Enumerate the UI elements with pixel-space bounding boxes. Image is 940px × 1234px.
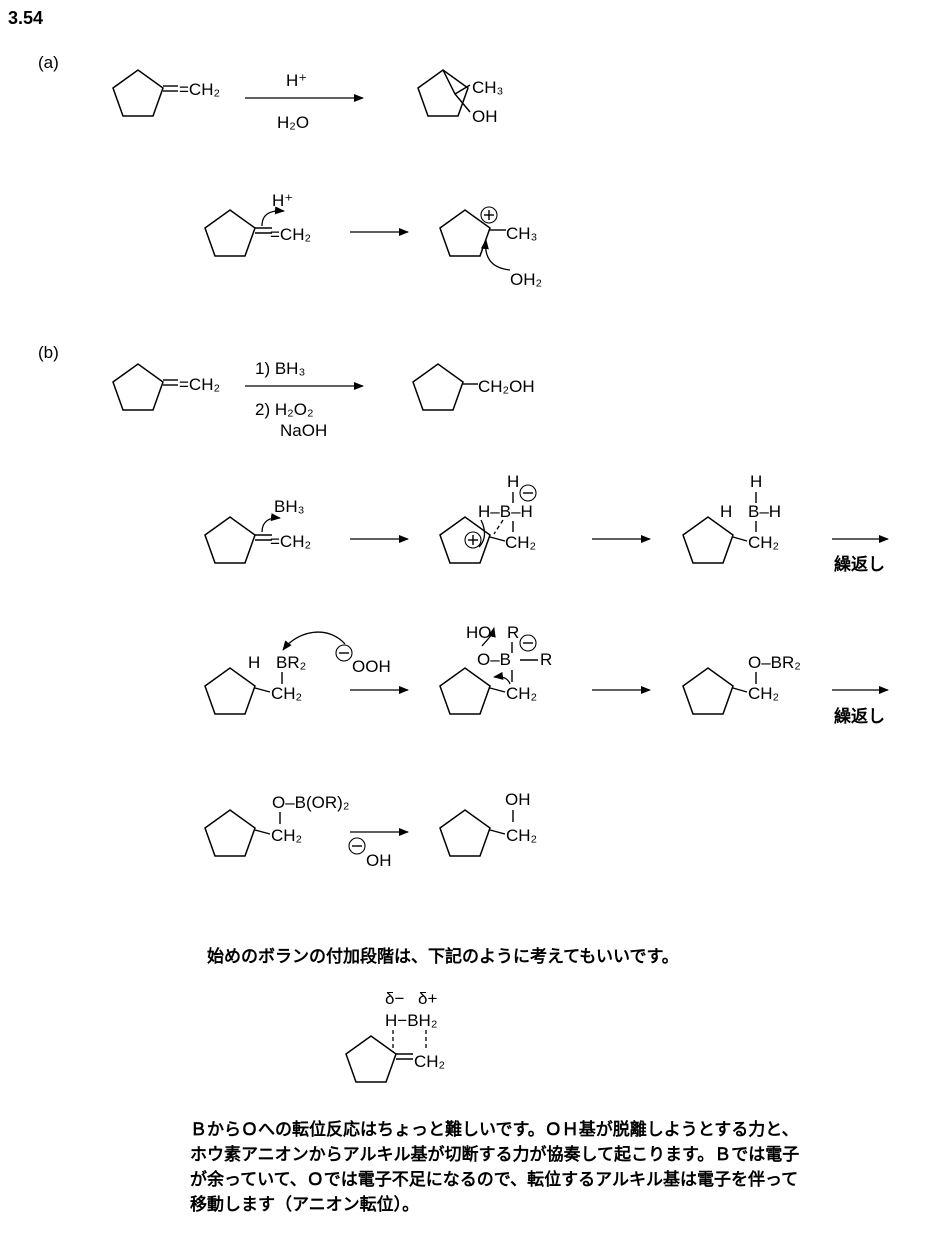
step2b-reagent: NaOH bbox=[280, 421, 327, 440]
hydrogen-atom: H bbox=[750, 472, 762, 491]
step2-reagent: 2) H₂O₂ bbox=[255, 400, 314, 419]
methylene-group: =CH₂ bbox=[270, 532, 311, 551]
repeat-label: 繰返し bbox=[834, 554, 885, 575]
methylene-group: CH₂ bbox=[414, 1052, 445, 1071]
explanation-paragraph: ＢからＯへの転位反応はちょっと難しいです。ＯＨ基が脱離しようとする力と、 ホウ素… bbox=[190, 1118, 930, 1218]
curly-arrow bbox=[481, 627, 496, 647]
trialkoxyborane-group: O–B(OR)₂ bbox=[272, 793, 349, 812]
hydrogen-atom: H bbox=[248, 653, 260, 672]
repeat-label: 繰返し bbox=[834, 706, 885, 727]
negative-charge-icon bbox=[519, 634, 537, 652]
boron-group: B–H bbox=[748, 502, 781, 521]
cyclopentane-ring bbox=[112, 363, 164, 411]
part-b-label: (b) bbox=[38, 343, 59, 362]
product-ring bbox=[417, 69, 469, 117]
partial-positive-label: δ+ bbox=[418, 989, 437, 1008]
mechanism-ring bbox=[204, 209, 256, 257]
explanation-line: ＢからＯへの転位反応はちょっと難しいです。ＯＨ基が脱離しようとする力と、 bbox=[190, 1120, 799, 1140]
explanation-line: ホウ素アニオンからアルキル基が切断する力が協奏して起こります。Ｂでは電子 bbox=[190, 1145, 800, 1165]
negative-charge-icon bbox=[519, 484, 537, 502]
methyl-group: CH₃ bbox=[506, 224, 537, 243]
methylene-group: CH₂ bbox=[271, 826, 302, 845]
explanation-line: が余っていて、Ｏでは電子不足になるので、転位するアルキル基は電子を伴って bbox=[190, 1170, 799, 1190]
methylene-group: CH₂ bbox=[506, 826, 537, 845]
water-molecule: OH₂ bbox=[510, 270, 542, 289]
hydrogen-atom: H bbox=[720, 502, 732, 521]
hydroxide-reagent: OH bbox=[366, 851, 392, 870]
methylene-group: =CH₂ bbox=[179, 375, 220, 394]
hydrogen-atom: H bbox=[507, 472, 519, 491]
positive-charge-icon bbox=[464, 531, 482, 549]
explanation-line: 移動します（アニオン転位）。 bbox=[190, 1195, 420, 1215]
partial-negative-label: δ− bbox=[385, 989, 404, 1008]
borane-note-text: 始めのボランの付加段階は、下記のように考えてもいいです。 bbox=[207, 946, 679, 967]
negative-charge-icon bbox=[335, 644, 353, 662]
cation-ring bbox=[439, 209, 491, 257]
methylene-group: =CH₂ bbox=[270, 225, 311, 244]
part-a-label: (a) bbox=[38, 53, 59, 72]
borate-transition: H–B–H bbox=[478, 502, 533, 521]
negative-charge-icon bbox=[348, 837, 366, 855]
product-ring bbox=[412, 363, 464, 411]
curly-arrow bbox=[493, 671, 511, 685]
hydroxyl-leaving-group: HO bbox=[466, 623, 492, 642]
methylene-group: CH₂ bbox=[748, 533, 779, 552]
step1-reagent: 1) BH₃ bbox=[255, 359, 305, 378]
curly-arrow bbox=[478, 519, 486, 548]
methylene-group: CH₂ bbox=[748, 684, 779, 703]
borane: BH₃ bbox=[274, 497, 305, 516]
methyl-group: CH₃ bbox=[472, 78, 503, 97]
alkyl-group: R bbox=[507, 623, 519, 642]
proton: H⁺ bbox=[272, 191, 293, 210]
alkyl-group: R bbox=[540, 650, 552, 669]
water-reagent: H₂O bbox=[277, 113, 309, 132]
methylene-group: CH₂ bbox=[271, 684, 302, 703]
borate-ester-group: O–BR₂ bbox=[748, 653, 801, 672]
hydroperoxide-anion: OOH bbox=[352, 657, 391, 676]
oxygen-boron-group: O–B bbox=[477, 650, 511, 669]
hydroxymethyl-group: CH₂OH bbox=[478, 377, 535, 396]
acid-reagent: H⁺ bbox=[286, 71, 307, 90]
methylene-group: CH₂ bbox=[506, 684, 537, 703]
curly-arrow bbox=[261, 513, 281, 533]
hydroxyl-group: OH bbox=[505, 790, 531, 809]
problem-number: 3.54 bbox=[8, 8, 43, 28]
cyclopentane-ring bbox=[112, 69, 164, 117]
positive-charge-icon bbox=[480, 206, 498, 224]
curly-arrow bbox=[261, 206, 285, 227]
methylene-group: =CH₂ bbox=[179, 80, 220, 99]
hydroxyl-group: OH bbox=[472, 107, 498, 126]
curly-arrow bbox=[480, 239, 511, 271]
dialkylborane-group: BR₂ bbox=[276, 653, 306, 672]
curly-arrow bbox=[282, 631, 346, 651]
methylene-group: CH₂ bbox=[505, 533, 536, 552]
borane-hydride: H−BH₂ bbox=[385, 1011, 437, 1030]
